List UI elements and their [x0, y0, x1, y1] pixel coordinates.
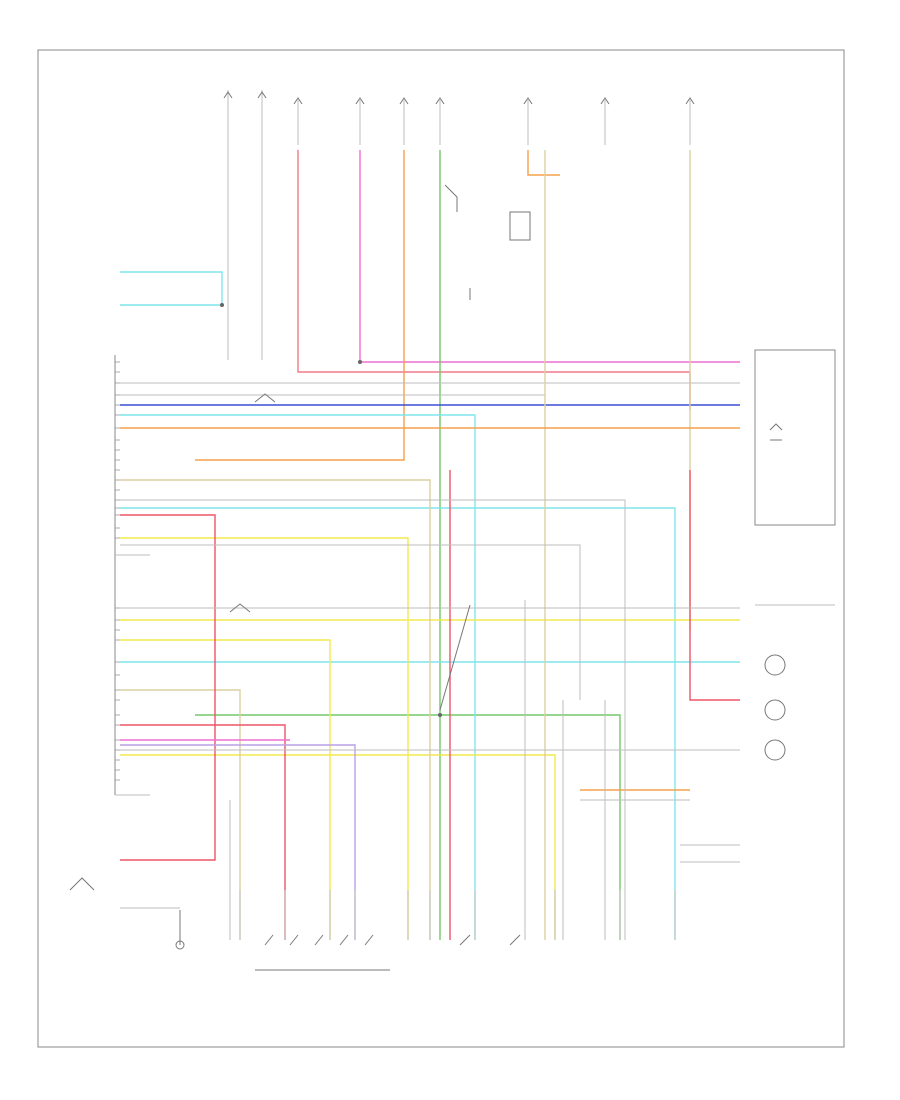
right-components: [754, 349, 836, 761]
wires: [120, 150, 740, 940]
module-pin-ticks: [115, 361, 120, 781]
bottom-sensors: [69, 211, 676, 971]
top-power-sources: [223, 90, 695, 360]
control-module-block: [114, 355, 150, 796]
diagram-frame: [37, 49, 845, 1048]
mid-components: [220, 184, 471, 717]
